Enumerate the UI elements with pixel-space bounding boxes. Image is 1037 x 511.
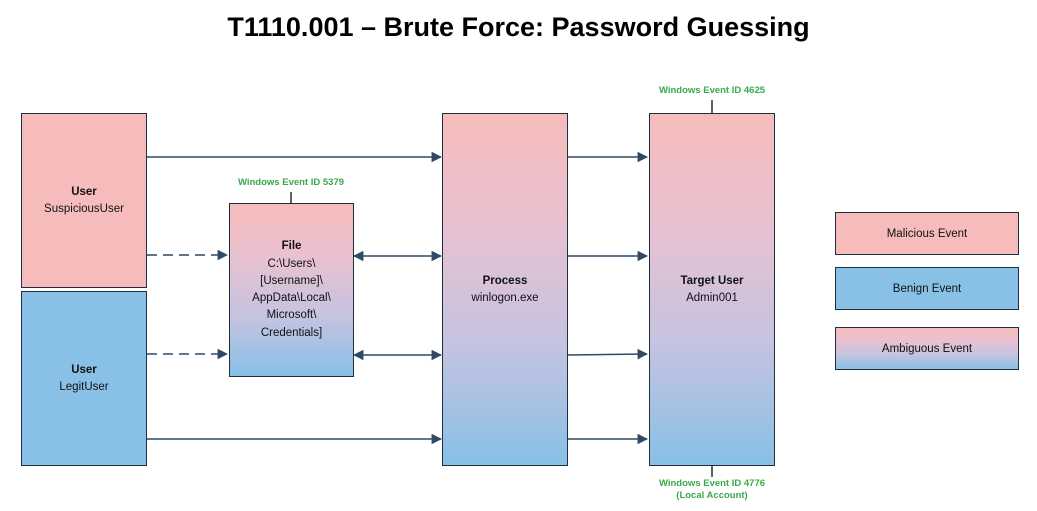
node-type-label: Target User — [680, 274, 744, 287]
event-label-5379: Windows Event ID 5379 — [237, 177, 345, 188]
node-file: File C:\Users\ [Username]\ AppData\Local… — [229, 203, 354, 377]
diagram-title: T1110.001 – Brute Force: Password Guessi… — [227, 12, 810, 42]
event-label-line: (Local Account) — [676, 490, 748, 502]
file-path-line: [Username]\ — [260, 274, 323, 287]
node-name-label: Admin001 — [686, 291, 738, 304]
event-label-4625: Windows Event ID 4625 — [658, 85, 766, 96]
legend-label: Benign Event — [892, 282, 962, 295]
node-type-label: File — [281, 240, 302, 253]
legend-label: Malicious Event — [886, 227, 968, 240]
node-target-user: Target User Admin001 — [649, 113, 775, 466]
node-name-label: winlogon.exe — [471, 291, 539, 304]
node-type-label: Process — [482, 274, 528, 287]
node-process: Process winlogon.exe — [442, 113, 568, 466]
node-legit-user: User LegitUser — [21, 291, 147, 466]
node-name-label: LegitUser — [59, 380, 109, 393]
legend-ambiguous: Ambiguous Event — [835, 327, 1019, 370]
node-suspicious-user: User SuspiciousUser — [21, 113, 147, 288]
file-path-line: Credentials] — [260, 326, 323, 339]
node-name-label: SuspiciousUser — [44, 202, 124, 215]
node-type-label: User — [71, 363, 97, 376]
legend-benign: Benign Event — [835, 267, 1019, 310]
file-path-line: AppData\Local\ — [252, 292, 331, 304]
event-label-4776: Windows Event ID 4776 (Local Account) — [642, 478, 782, 503]
legend-label: Ambiguous Event — [881, 342, 973, 355]
edge-process-target-3 — [567, 348, 649, 360]
node-type-label: User — [71, 185, 97, 198]
event-label-line: Windows Event ID 4776 — [658, 478, 766, 489]
file-path-line: C:\Users\ — [267, 257, 316, 270]
file-path-line: Microsoft\ — [266, 309, 317, 322]
legend-malicious: Malicious Event — [835, 212, 1019, 255]
